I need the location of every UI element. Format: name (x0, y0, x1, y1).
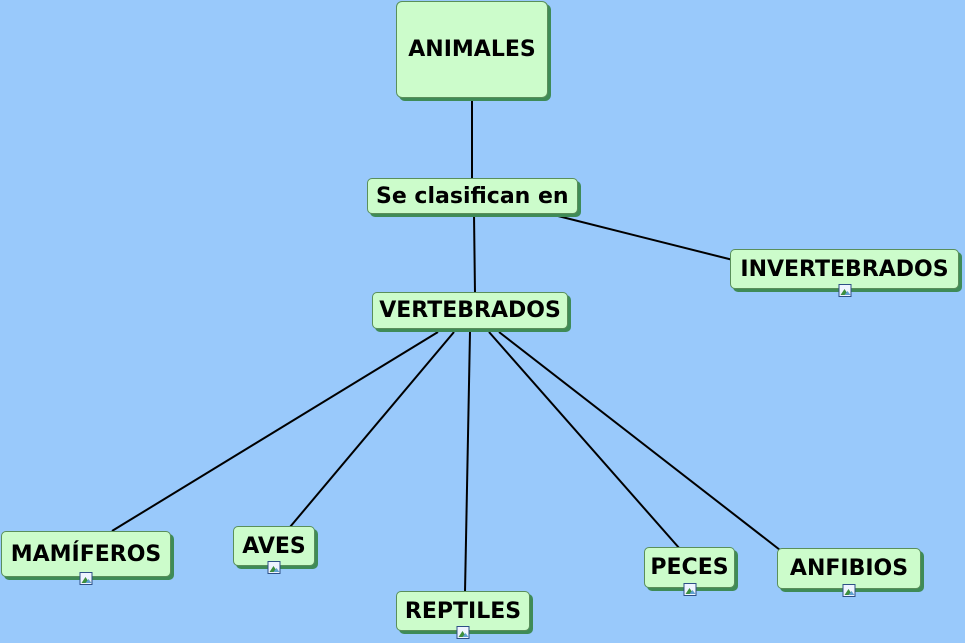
link-vertebrados-mamiferos (111, 331, 439, 532)
concept-label: MAMÍFEROS (10, 541, 162, 567)
image-icon[interactable] (267, 561, 281, 574)
linking-phrase-se-clasifican-en[interactable]: Se clasifican en (367, 178, 578, 214)
link-vertebrados-anfibios (498, 331, 781, 551)
linking-phrase-label: Se clasifican en (376, 183, 569, 209)
concept-label: INVERTEBRADOS (740, 256, 949, 282)
concept-label: PECES (650, 555, 729, 580)
image-icon[interactable] (683, 583, 696, 596)
concept-peces[interactable]: PECES (644, 547, 735, 596)
concept-label: ANFIBIOS (789, 556, 909, 581)
concept-mamiferos[interactable]: MAMÍFEROS (1, 531, 171, 585)
concept-anfibios[interactable]: ANFIBIOS (777, 548, 921, 597)
concept-aves[interactable]: AVES (233, 526, 315, 574)
image-icon[interactable] (79, 572, 93, 585)
image-icon[interactable] (456, 626, 470, 639)
concept-label: ANIMALES (408, 37, 536, 62)
concept-vertebrados[interactable]: VERTEBRADOS (372, 292, 568, 329)
link-vertebrados-peces (488, 331, 681, 550)
image-icon[interactable] (842, 584, 856, 597)
concept-label: AVES (242, 533, 306, 559)
link-vertebrados-reptiles (464, 331, 471, 593)
link-clasifican-invertebrados (557, 215, 734, 261)
concept-animales[interactable]: ANIMALES (396, 1, 548, 98)
image-icon[interactable] (838, 284, 851, 297)
link-clasifican-vertebrados (473, 213, 476, 295)
concept-reptiles[interactable]: REPTILES (396, 591, 530, 639)
link-vertebrados-aves (289, 331, 455, 528)
concept-invertebrados[interactable]: INVERTEBRADOS (730, 249, 959, 297)
concept-label: VERTEBRADOS (379, 298, 561, 323)
concept-label: REPTILES (404, 598, 522, 624)
